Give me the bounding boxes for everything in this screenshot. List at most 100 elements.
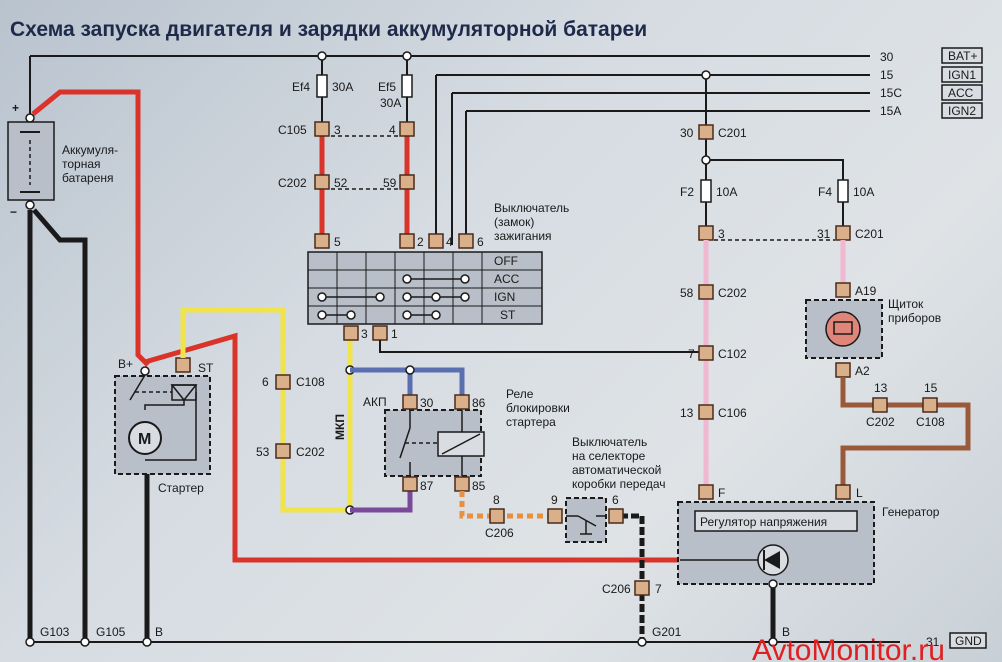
acc-node	[460, 274, 470, 284]
ign-node	[431, 292, 441, 302]
battery-label-2: торная	[62, 157, 101, 171]
ign-pos-st: ST	[500, 308, 516, 322]
ground-node-g201	[637, 637, 647, 647]
ign-pos-ign: IGN	[494, 290, 515, 304]
connector-c201-31	[835, 225, 851, 241]
relay-label-3: стартера	[506, 415, 556, 429]
relay-pin-87: 87	[420, 479, 434, 493]
relay-label-2: блокировки	[506, 401, 570, 415]
connector-c108-15	[922, 397, 938, 413]
wire-st-to-mkp	[180, 307, 350, 513]
generator-ground-terminal	[768, 579, 778, 589]
connector-c202-13	[872, 397, 888, 413]
fuse-ef4-icon	[316, 74, 328, 98]
connector-c108-6	[275, 374, 291, 390]
connector-relay-87	[402, 476, 418, 492]
node-bus15-f2	[701, 70, 711, 80]
ground-node-generator	[768, 637, 778, 647]
c201-30-conn: C201	[718, 126, 747, 140]
starter: B+ M Стартер ST	[114, 357, 214, 495]
wire-to-f4	[710, 159, 844, 232]
ign-pin-3: 3	[361, 327, 368, 341]
motor-label: M	[138, 431, 151, 448]
connector-relay-86	[454, 394, 470, 410]
selector-pin-6: 6	[612, 493, 619, 507]
ground-node-g105	[80, 637, 90, 647]
ign-node	[402, 292, 412, 302]
connector-c102-7	[698, 345, 714, 361]
selector-label-3: автоматической	[572, 463, 661, 477]
bus-30-tag-box	[941, 47, 983, 64]
ef4-rating: 30A	[332, 80, 353, 94]
selector-pin-9: 9	[551, 493, 558, 507]
f4-rating: 10A	[853, 185, 874, 199]
ground-label-g201: G201	[652, 625, 682, 639]
node-f2-f4	[701, 155, 711, 165]
ef5-rating: 30A	[380, 96, 401, 110]
st-node	[317, 310, 327, 320]
wire-selector-to-ground	[620, 513, 645, 642]
starter-bplus-label: B+	[118, 357, 133, 371]
c201-31-pin: 31	[817, 227, 831, 241]
relay-pin-86: 86	[472, 396, 486, 410]
selector-label-4: коробки передач	[572, 477, 666, 491]
c202-13-pin: 13	[874, 381, 888, 395]
f4-name: F4	[818, 185, 832, 199]
starter-label: Стартер	[158, 481, 204, 495]
bus-15c-num: 15C	[880, 86, 902, 100]
ignition-switch: OFF ACC IGN ST 5 2 4 6 3 1 Выключатель (…	[307, 201, 569, 341]
watermark: AvtoMonitor.ru	[752, 634, 945, 662]
connector-ign-4	[428, 233, 444, 249]
c105-3-pin: 3	[334, 123, 341, 137]
ef-fuses: Ef4 30A Ef5 30A	[292, 51, 413, 125]
starter-contact	[129, 374, 146, 401]
battery-plus-sign: +	[12, 101, 19, 115]
st-node	[346, 310, 356, 320]
starter-internal-wire	[144, 400, 185, 410]
connector-c202-59	[399, 174, 415, 190]
relay-pin-30: 30	[420, 396, 434, 410]
c201-30-pin: 30	[680, 126, 694, 140]
instrument-cluster: A19 A2 Щиток приборов	[805, 282, 941, 378]
bus-15-num: 15	[880, 68, 894, 82]
node-ef5	[402, 51, 412, 61]
bus-15a-tag: IGN2	[948, 104, 976, 118]
wire-purple-87	[350, 490, 413, 513]
connector-a19	[835, 282, 851, 298]
connector-a2	[835, 362, 851, 378]
ground-bus-num: 31	[926, 635, 940, 649]
battery-body	[7, 121, 55, 201]
c102-7-pin: 7	[688, 347, 695, 361]
c105-conn: C105	[278, 123, 307, 137]
c202-52-conn: C202	[278, 176, 307, 190]
battery-label-3: батареня	[62, 171, 114, 185]
connector-f2-3	[698, 225, 714, 241]
ground-label-g105: G105	[96, 625, 126, 639]
connector-relay-30	[402, 394, 418, 410]
connector-ign-1	[372, 325, 388, 341]
ign-pin-2: 2	[417, 235, 424, 249]
starter-bplus-terminal	[140, 366, 150, 376]
selector-label-1: Выключатель	[572, 435, 647, 449]
fuse-f4-icon	[837, 179, 849, 203]
c202-53-pin: 53	[256, 445, 270, 459]
diode-triangle	[764, 551, 780, 569]
c108-6-conn: C108	[296, 375, 325, 389]
diagram-title: Схема запуска двигателя и зарядки аккуму…	[10, 18, 647, 41]
connector-selector-6	[608, 508, 624, 524]
ign-label-3: зажигания	[494, 229, 552, 243]
connector-c105-4	[399, 121, 415, 137]
node-ef4	[317, 51, 327, 61]
c206-8-pin: 8	[493, 493, 500, 507]
wire-brown-a2-to-l	[840, 377, 971, 485]
ign-label-2: (замок)	[494, 215, 534, 229]
connector-ign-2	[399, 233, 415, 249]
ground-bus-tag-box	[949, 632, 987, 649]
ground-label-g103: G103	[40, 625, 70, 639]
c206-7-pin: 7	[655, 582, 662, 596]
connector-selector-9	[547, 508, 563, 524]
ef4-name: Ef4	[292, 80, 310, 94]
starter-body	[114, 375, 211, 475]
ground-node-starter	[142, 637, 152, 647]
